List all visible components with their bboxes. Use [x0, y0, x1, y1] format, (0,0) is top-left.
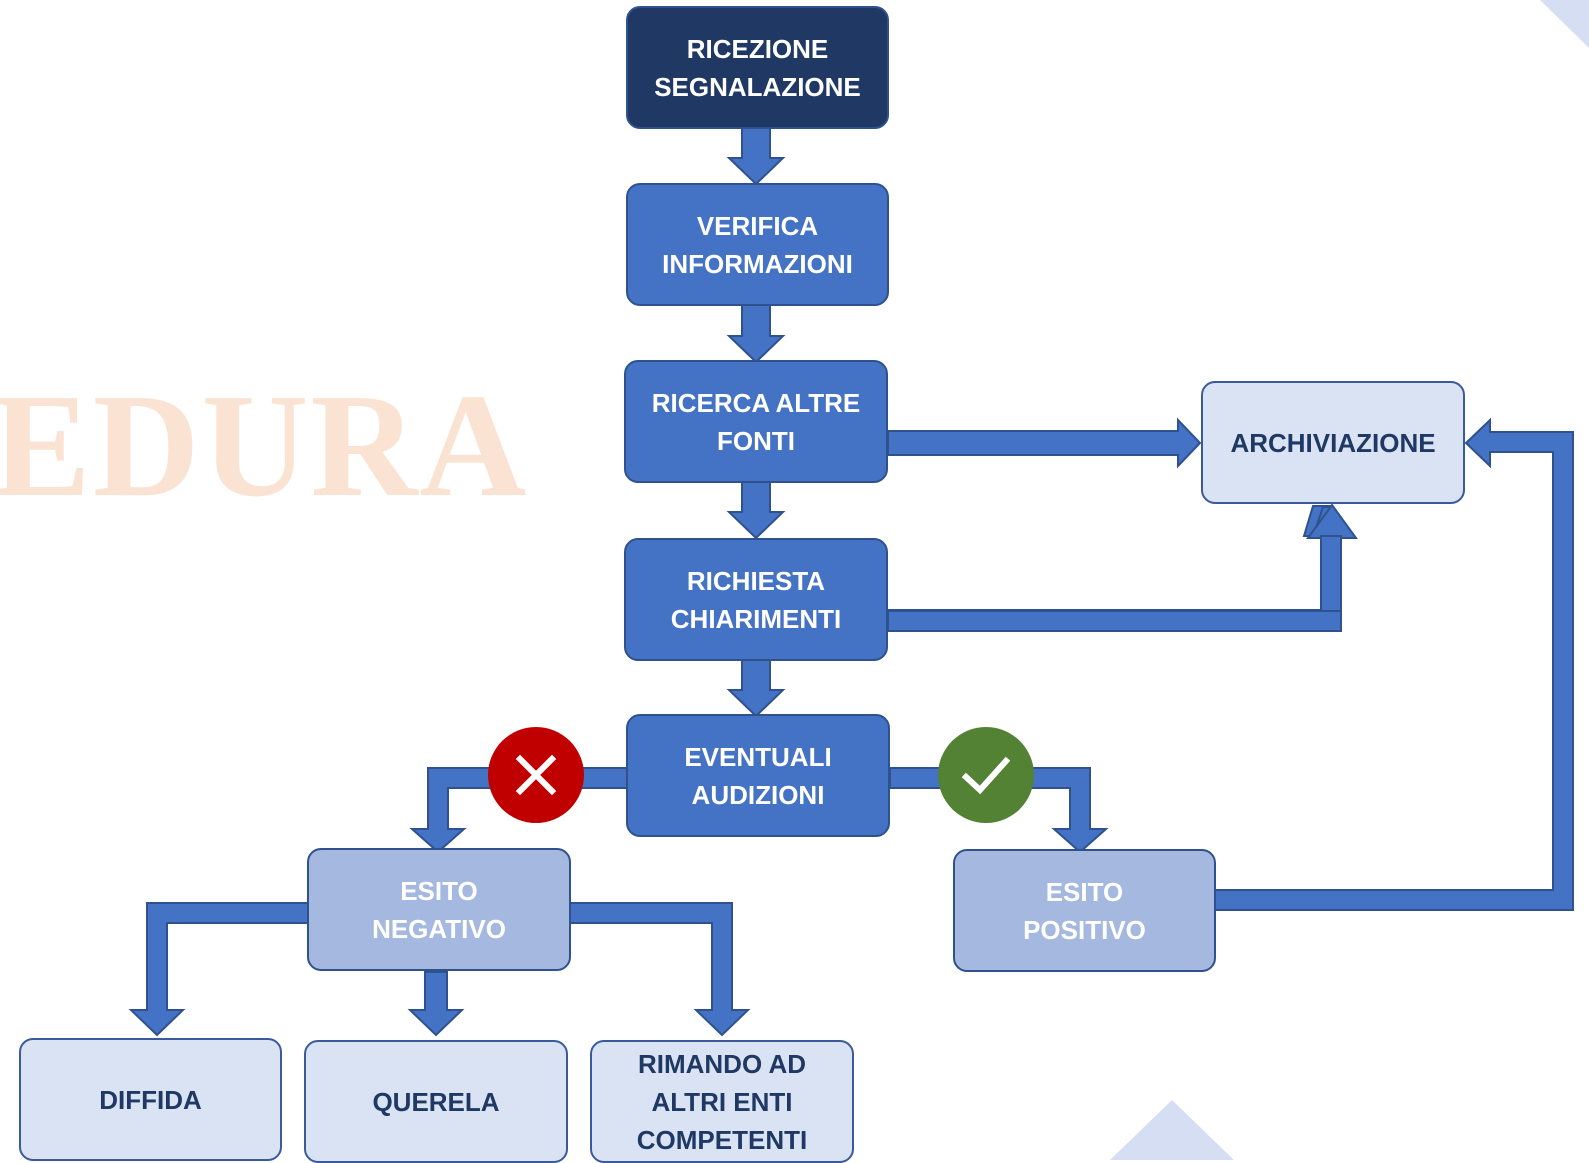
node-ricezione-segnalazione: RICEZIONE SEGNALAZIONE: [626, 6, 889, 129]
watermark-text: EDURA: [0, 364, 529, 528]
arrow-verifica-ricerca: [726, 304, 786, 364]
arrow-negativo-querela: [407, 971, 465, 1037]
node-eventuali-audizioni: EVENTUALI AUDIZIONI: [626, 714, 890, 837]
arrow-positivo-archiviazione: [1212, 417, 1574, 911]
decor-triangle-bottom: [1110, 1100, 1234, 1160]
node-ricerca-altre-fonti: RICERCA ALTRE FONTI: [624, 360, 888, 483]
cross-icon: [488, 727, 584, 823]
arrow-ricezione-verifica: [726, 127, 786, 186]
arrow-ricerca-richiesta: [726, 481, 786, 540]
arrow-ricerca-archiviazione: [887, 417, 1202, 469]
node-querela: QUERELA: [304, 1040, 568, 1163]
node-esito-negativo: ESITO NEGATIVO: [307, 848, 571, 971]
decor-triangle-top-right: [1540, 0, 1589, 48]
arrow-negativo-rimando: [569, 902, 751, 1037]
node-verifica-informazioni: VERIFICA INFORMAZIONI: [626, 183, 889, 306]
node-diffida: DIFFIDA: [19, 1038, 282, 1161]
arrow-richiesta-archiviazione-base: [887, 610, 1342, 632]
arrow-richiesta-audizioni: [726, 659, 786, 718]
node-richiesta-chiarimenti: RICHIESTA CHIARIMENTI: [624, 538, 888, 661]
arrow-richiesta-archiviazione: [888, 505, 1343, 611]
node-rimando-altri-enti: RIMANDO AD ALTRI ENTI COMPETENTI: [590, 1040, 854, 1163]
node-archiviazione: ARCHIVIAZIONE: [1201, 381, 1465, 504]
node-esito-positivo: ESITO POSITIVO: [953, 849, 1216, 972]
check-icon: [938, 727, 1034, 823]
arrow-negativo-diffida: [128, 902, 309, 1037]
